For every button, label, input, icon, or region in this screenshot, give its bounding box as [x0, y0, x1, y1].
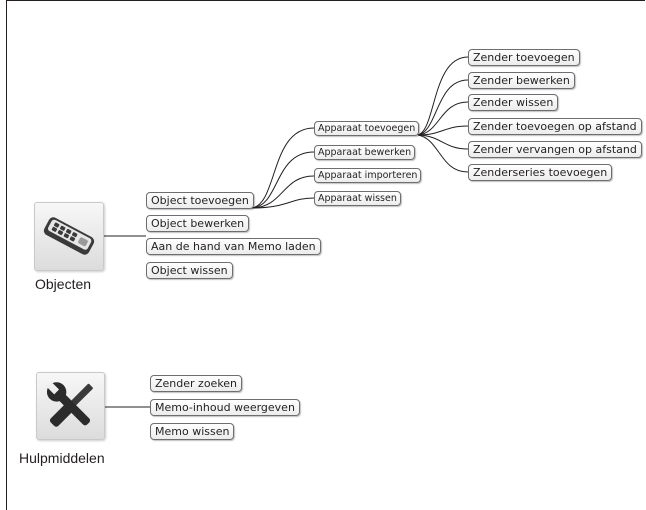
transmitter-add-remote-node[interactable]: Zender toevoegen op afstand	[468, 118, 642, 135]
tools-search-transmitter-node[interactable]: Zender zoeken	[150, 375, 243, 392]
device-edit-node[interactable]: Apparaat bewerken	[314, 145, 416, 160]
tools-icon	[45, 381, 93, 427]
object-add-node[interactable]: Object toevoegen	[146, 192, 254, 209]
transmitter-series-add-node[interactable]: Zenderseries toevoegen	[468, 164, 613, 181]
object-delete-node[interactable]: Object wissen	[146, 262, 233, 279]
object-edit-node[interactable]: Object bewerken	[146, 215, 250, 232]
diagram-frame	[6, 0, 645, 510]
device-import-node[interactable]: Apparaat importeren	[314, 168, 422, 183]
tools-delete-memo-node[interactable]: Memo wissen	[150, 423, 235, 440]
remote-control-icon	[43, 217, 95, 255]
device-delete-node[interactable]: Apparaat wissen	[314, 191, 401, 206]
objects-icon-tile	[34, 202, 104, 271]
tools-show-memo-node[interactable]: Memo-inhoud weergeven	[150, 399, 300, 416]
transmitter-add-node[interactable]: Zender toevoegen	[468, 49, 580, 66]
tools-icon-tile	[36, 372, 105, 440]
transmitter-edit-node[interactable]: Zender bewerken	[468, 72, 575, 89]
transmitter-delete-node[interactable]: Zender wissen	[468, 94, 559, 111]
transmitter-replace-remote-node[interactable]: Zender vervangen op afstand	[468, 141, 642, 158]
tools-caption: Hulpmiddelen	[19, 450, 105, 466]
device-add-node[interactable]: Apparaat toevoegen	[314, 121, 420, 136]
object-load-from-memo-node[interactable]: Aan de hand van Memo laden	[146, 238, 321, 255]
objects-caption: Objecten	[35, 276, 92, 292]
